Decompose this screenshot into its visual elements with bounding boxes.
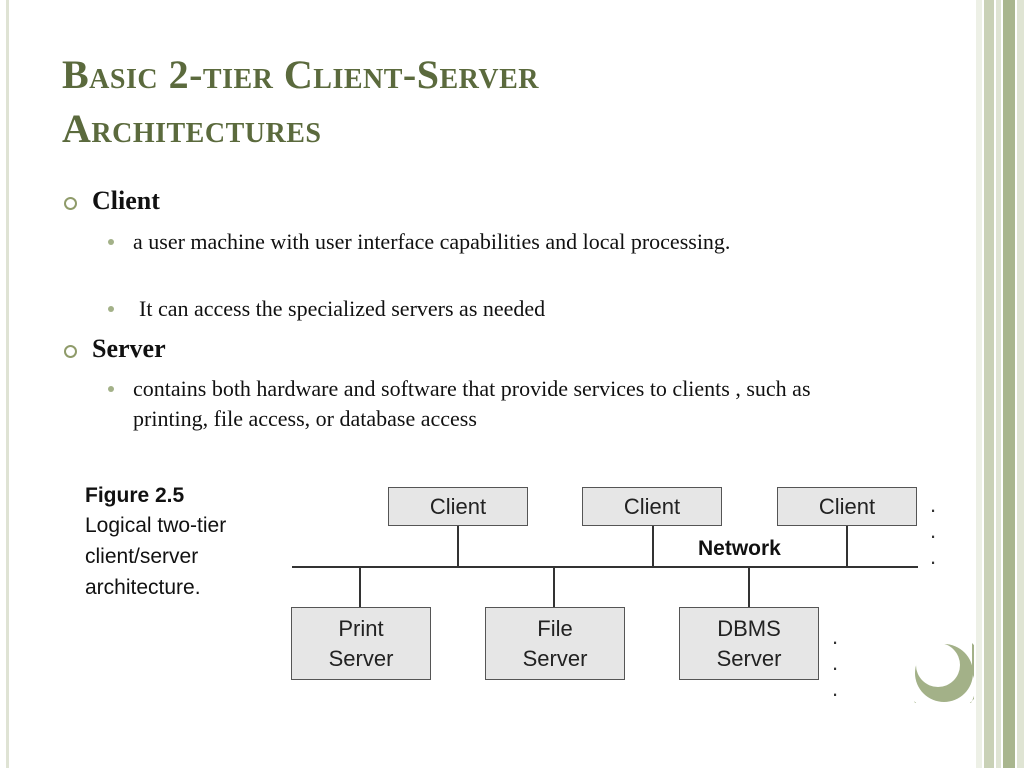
right-decorative-bars [976,0,1024,768]
dot-bullet-icon [108,239,114,245]
title-line-2: Architectures [62,106,322,151]
circle-bullet-icon [64,197,77,210]
bullet-item: a user machine with user interface capab… [133,229,731,254]
left-decorative-rule [6,0,9,768]
circle-bullet-icon [64,345,77,358]
print-server-box: Print Server [291,607,431,680]
network-line [292,566,918,568]
client-box: Client [777,487,917,526]
dbms-server-box: DBMS Server [679,607,819,680]
server-label: Server [716,645,782,671]
title-line-1: Basic 2-tier Client-Server [62,52,540,97]
slide-title: Basic 2-tier Client-Server Architectures [62,48,962,156]
figure-caption: Figure 2.5 Logical two-tier client/serve… [85,482,255,603]
client-connector [652,526,654,567]
server-label: Server [328,645,394,671]
server-connector [359,566,361,607]
client-connector [457,526,459,567]
client-connector [846,526,848,567]
more-clients-ellipsis: . . . [930,492,941,569]
file-server-box: File Server [485,607,625,680]
decorative-corner-arc [914,643,974,703]
more-servers-ellipsis: . . . [832,624,843,701]
bullet-item: contains both hardware and software that… [133,376,811,431]
server-connector [748,566,750,607]
bullet-item: It can access the specialized servers as… [139,296,546,321]
server-label: Server [522,645,588,671]
server-label: DBMS [717,615,781,641]
bullet-heading-server: Server [92,334,166,363]
bullet-heading-client: Client [92,186,160,215]
figure-description: Logical two-tier client/server architect… [85,514,227,599]
dot-bullet-icon [108,306,114,312]
figure-number: Figure 2.5 [85,484,185,507]
dot-bullet-icon [108,386,114,392]
client-box: Client [388,487,528,526]
network-label: Network [698,537,781,560]
server-connector [553,566,555,607]
client-box: Client [582,487,722,526]
server-label: Print [338,615,384,641]
server-label: File [537,615,573,641]
